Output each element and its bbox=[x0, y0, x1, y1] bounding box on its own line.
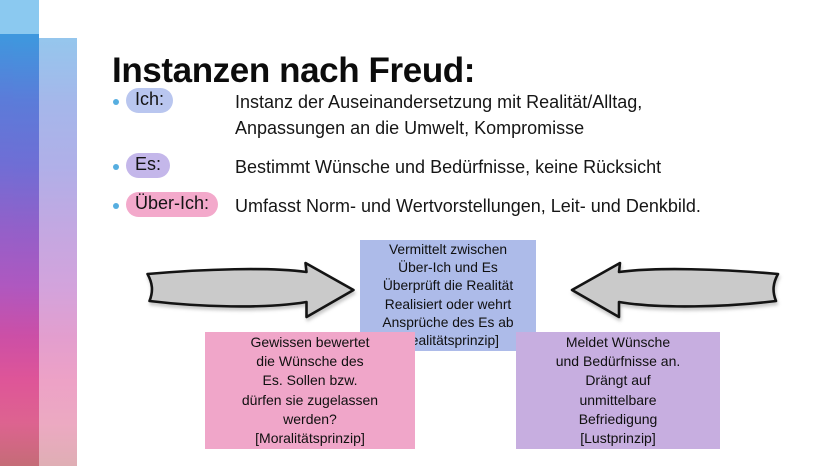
term-highlight-es: Es: bbox=[126, 152, 171, 178]
bullet-dot-icon bbox=[113, 99, 119, 105]
term-highlight-ueber-ich: Über-Ich: bbox=[126, 191, 219, 217]
arrow-pointing-right-icon bbox=[146, 261, 355, 319]
gradient-bar-front bbox=[13, 38, 77, 466]
realitaetsprinzip-box: Vermittelt zwischen Über-Ich und Es Über… bbox=[360, 240, 536, 351]
bullet-dot-icon bbox=[113, 202, 119, 209]
bullet-description-es: Bestimmt Wünsche und Bedürfnisse, keine … bbox=[235, 156, 662, 177]
bullet-row-ueber-ich: Über-Ich: Umfasst Norm- und Wertvorstell… bbox=[113, 191, 733, 220]
bullet-list: Ich: Instanz der Auseinandersetzung mit … bbox=[113, 88, 733, 231]
bullet-description-ueber-ich: Umfasst Norm- und Wertvorstellungen, Lei… bbox=[235, 195, 701, 216]
bullet-description-ich: Instanz der Auseinandersetzung mit Reali… bbox=[235, 92, 643, 138]
slide-title: Instanzen nach Freud: bbox=[112, 51, 476, 91]
bullet-term-ich: Ich: bbox=[113, 88, 235, 113]
bullet-row-es: Es: Bestimmt Wünsche und Bedürfnisse, ke… bbox=[113, 152, 733, 181]
moralitaetsprinzip-box: Gewissen bewertet die Wünsche des Es. So… bbox=[205, 332, 415, 449]
bullet-term-es: Es: bbox=[113, 152, 235, 178]
corner-accent-block bbox=[0, 0, 39, 34]
bullet-dot-icon bbox=[113, 163, 119, 170]
term-highlight-ich: Ich: bbox=[126, 88, 174, 113]
arrow-pointing-left-icon bbox=[570, 261, 780, 319]
lustprinzip-box: Meldet Wünsche und Bedürfnisse an. Dräng… bbox=[516, 332, 720, 449]
bullet-row-ich: Ich: Instanz der Auseinandersetzung mit … bbox=[113, 88, 733, 142]
bullet-term-ueber-ich: Über-Ich: bbox=[113, 191, 235, 217]
